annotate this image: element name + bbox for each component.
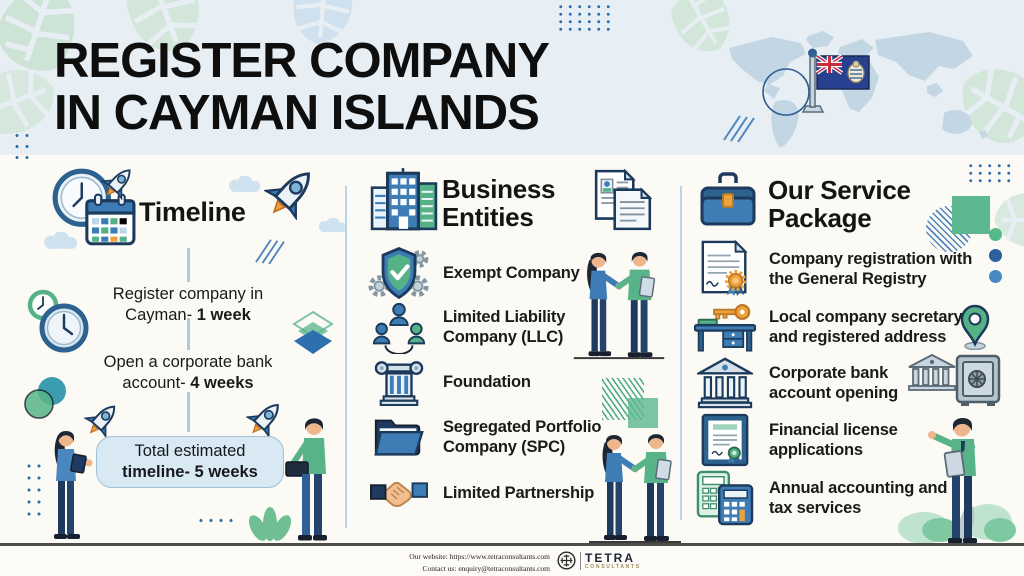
rocket-icon [246, 398, 286, 438]
footer-contact-block: Our website: https://www.tetraconsultant… [260, 551, 550, 574]
service-row: Corporate bank account opening [694, 356, 1004, 410]
footer-website[interactable]: Our website: https://www.tetraconsultant… [409, 552, 550, 561]
entity-row: Segregated Portfolio Company (SPC) [368, 414, 668, 460]
timeline-line [187, 392, 190, 432]
buildings-icon [370, 168, 438, 231]
briefcase-icon [700, 172, 756, 226]
people-handshake-illustration [582, 428, 688, 548]
location-pin-icon [960, 304, 990, 350]
bank-icon [697, 357, 753, 409]
woman-with-tablet-illustration [54, 431, 93, 539]
plant-decoration [248, 507, 292, 541]
entity-row: Foundation [368, 358, 668, 406]
desk-key-icon [694, 303, 756, 352]
dot-decoration [989, 270, 1002, 283]
entity-label: Segregated Portfolio Company (SPC) [443, 417, 602, 456]
handshake-icon [370, 481, 428, 508]
entity-label: Limited Partnership [443, 483, 595, 502]
total-line-1: Total estimated [134, 442, 246, 461]
timeline-step-2: Open a corporate bank account- 4 weeks [93, 352, 283, 393]
green-square-decoration [952, 196, 990, 234]
license-document-icon [701, 413, 749, 467]
title-line-1: REGISTER COMPANY [54, 34, 550, 88]
dot-decoration [989, 249, 1002, 262]
bushes-decoration [898, 504, 1016, 544]
brand-subtitle: CONSULTANTS [585, 564, 641, 570]
entity-label: Limited Liability Company (LLC) [443, 307, 566, 346]
bank-safe-illustration [908, 353, 1001, 406]
documents-icon [594, 168, 653, 231]
cloud-icon [224, 176, 266, 194]
entity-row: Limited Liability Company (LLC) [368, 300, 668, 354]
service-row: Local company secretary and registered a… [694, 300, 1004, 354]
team-icon [372, 302, 426, 354]
page-title: REGISTER COMPANY IN CAYMAN ISLANDS [54, 34, 674, 140]
service-row: Financial license applications [694, 412, 1004, 468]
step-1-duration: 1 week [196, 305, 251, 324]
step-2-duration: 4 weeks [190, 373, 254, 392]
venn-circles-decoration [24, 377, 66, 419]
presenter-man-illustration [928, 417, 977, 544]
service-package-heading: Our Service Package [768, 175, 911, 234]
service-row: Company registration with the General Re… [694, 240, 1004, 298]
timeline-line [187, 248, 190, 282]
total-timeline-box: Total estimated timeline- 5 weeks [96, 436, 284, 488]
ground-line [0, 543, 1024, 546]
clocks-icon [27, 289, 89, 353]
service-label: Local company secretary and registered a… [769, 307, 963, 346]
calculators-icon [696, 470, 754, 526]
cayman-islands-flag-icon [801, 48, 870, 113]
timeline-heading: Timeline [139, 197, 246, 227]
title-line-2: IN CAYMAN ISLANDS [54, 85, 540, 140]
service-label: Annual accounting and tax services [769, 478, 948, 517]
folder-icon [374, 419, 424, 456]
entity-label: Foundation [443, 372, 531, 391]
logo-divider [580, 552, 581, 570]
cloud-icon [38, 232, 84, 251]
people-meeting-illustration [566, 246, 672, 364]
service-label: Company registration with the General Re… [769, 249, 973, 288]
rocket-icon [101, 164, 137, 200]
green-square-decoration [628, 398, 658, 428]
timeline-line [187, 318, 190, 350]
pillar-icon [374, 361, 424, 406]
dots-pattern [24, 460, 42, 518]
rocket-icon [264, 164, 320, 220]
service-row: Annual accounting and tax services [694, 470, 1004, 526]
total-line-2: timeline- 5 weeks [122, 463, 258, 481]
brand-name: TETRA [585, 551, 635, 565]
column-separator [345, 186, 347, 528]
dot-decoration [989, 228, 1002, 241]
dots-pattern [556, 3, 616, 31]
timeline-step-1: Register company in Cayman- 1 week [93, 284, 283, 325]
certificate-seal-icon [701, 240, 748, 297]
dots-pattern [196, 516, 234, 525]
dots-pattern [966, 162, 1014, 184]
tetra-logo-icon [557, 551, 576, 570]
footer-contact[interactable]: Contact us: enquiry@tetraconsultants.com [422, 563, 550, 573]
envelope-decoration [292, 310, 334, 354]
shield-check-gears-icon [368, 247, 429, 300]
footer [0, 546, 1024, 576]
man-with-laptop-illustration [285, 418, 327, 541]
step-2-text: Open a corporate bank account- [103, 353, 273, 392]
entity-label: Exempt Company [443, 263, 580, 282]
service-label: Financial license applications [769, 420, 898, 459]
step-1-text: Register company in Cayman- [112, 285, 264, 324]
column-separator [680, 186, 682, 520]
service-label: Corporate bank account opening [769, 363, 899, 402]
business-entities-heading: Business Entities [442, 174, 556, 233]
entity-row: Limited Partnership [368, 474, 678, 512]
clock-calendar-icon [52, 168, 136, 246]
slashes-decoration [255, 239, 285, 264]
dots-pattern [12, 130, 32, 164]
entity-row: Exempt Company [368, 244, 668, 302]
slashes-decoration [723, 115, 755, 142]
